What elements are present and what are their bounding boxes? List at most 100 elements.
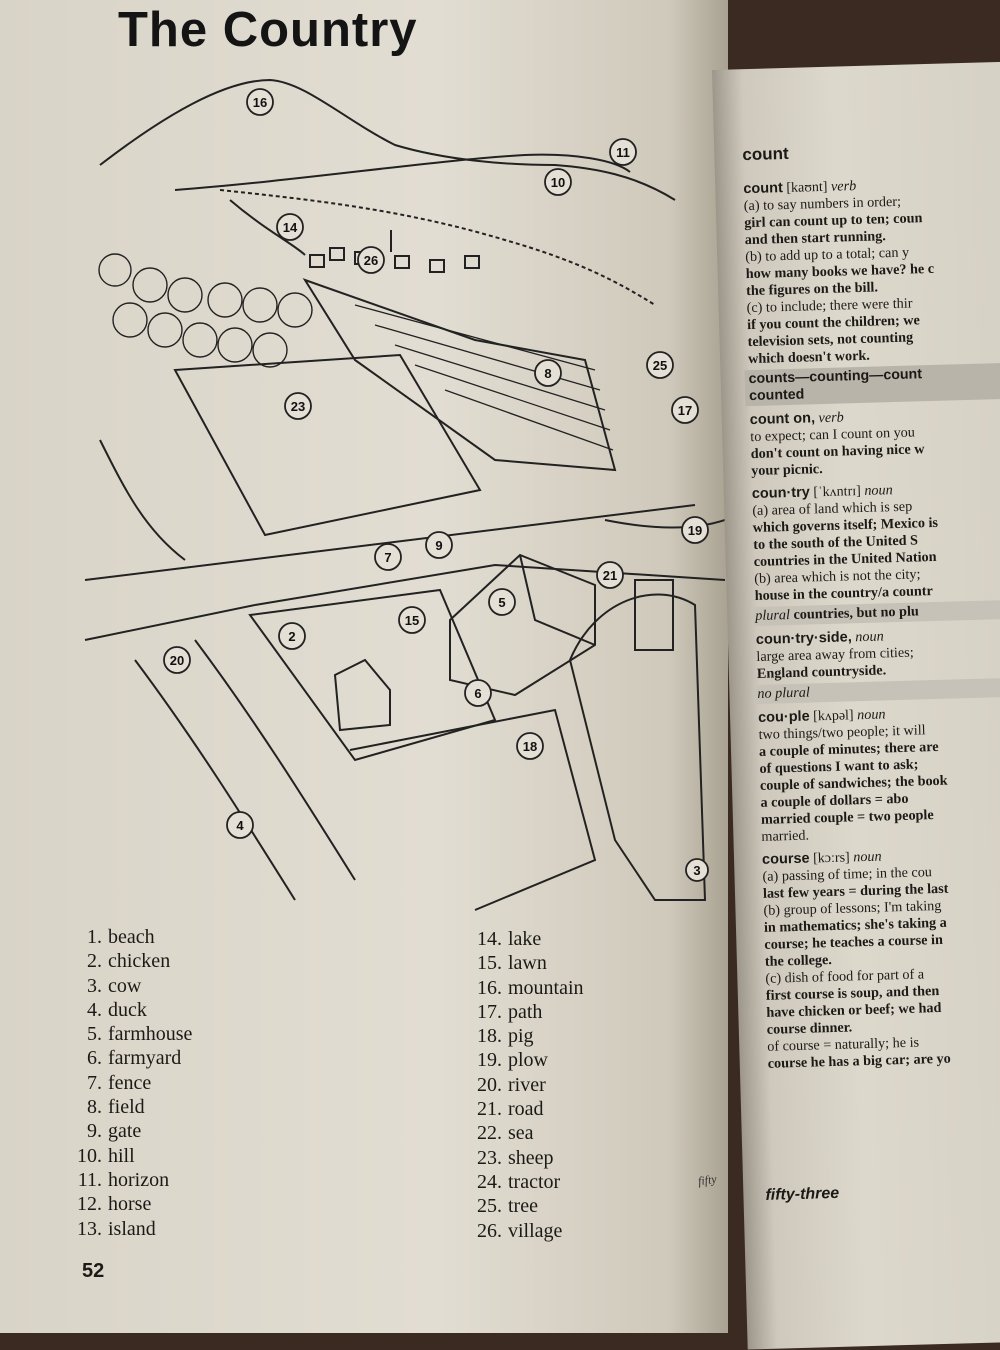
callout-8 [534,359,562,387]
callout-label-4: 4 [236,818,244,833]
callout-9 [425,531,453,559]
part-of-speech: noun [853,848,882,866]
page-word: fifty-three [765,1184,840,1204]
vocab-item: 20.river [477,1073,546,1096]
vocab-item: 1.beach [87,926,155,948]
callout-21 [596,561,624,589]
running-head: count [742,143,789,165]
vocab-item: 3.cow [87,974,142,997]
callout-label-16: 16 [253,95,267,110]
left-page: The Country [0,0,728,1333]
vocab-item: 4.duck [87,998,147,1021]
headword: course [761,850,810,868]
callout-label-17: 17 [678,403,692,418]
callout-label-15: 15 [405,613,419,628]
callout-10 [544,168,572,196]
vocab-item: 8.field [87,1096,145,1119]
entry-count-on: count on, verb to expect; can I count on… [750,405,1000,481]
callout-label-14: 14 [283,220,298,235]
callout-25 [646,351,674,379]
vocab-item: 19.plow [477,1049,548,1072]
headword: count [743,180,784,198]
vocab-item: 14.lake [477,928,542,950]
vocab-item: 23.sheep [477,1146,554,1169]
entry-country: coun·try [ˈkʌntrɪ] noun (a) area of land… [751,479,1000,627]
footer-fragment: fifty [697,1171,718,1189]
callout-label-8: 8 [544,366,551,381]
vocab-item: 26.village [477,1219,563,1242]
vocab-item: 7.fence [87,1071,152,1094]
vocab-item: 18.pig [477,1025,534,1048]
vocab-item: 25.tree [477,1195,538,1218]
headword: coun·try·side, [755,629,852,648]
callout-17 [671,396,699,424]
callout-15 [398,606,426,634]
page-number: 52 [82,1260,105,1282]
callout-23 [284,392,312,420]
vocab-item: 24.tractor [477,1170,561,1193]
callout-label-9: 9 [435,538,442,553]
vocab-item: 9.gate [87,1120,142,1143]
callout-7 [374,543,402,571]
callout-6 [464,679,492,707]
callout-5 [488,588,516,616]
callout-label-20: 20 [170,653,184,668]
callout-label-5: 5 [498,595,505,610]
part-of-speech: noun [856,706,886,724]
callout-16 [246,88,274,116]
part-of-speech: verb [830,178,857,195]
callout-label-2: 2 [288,629,295,644]
verb-forms: counts—counting—count counted [744,362,1000,407]
right-page: count count [kaʊnt] verb (a) to say numb… [712,61,1000,1350]
callout-18 [516,732,544,760]
callout-label-25: 25 [653,358,667,373]
entry-course: course [kɔːrs] noun (a) passing of time;… [762,844,1000,1072]
entry-couple: cou·ple [kʌpəl] noun two things/two peop… [758,702,1000,845]
vocab-item: 22.sea [477,1122,534,1145]
vocabulary-list-1: 1.beach 2.chicken 3.cow 4.duck 5.farmhou… [72,925,192,1241]
entry-countryside: coun·try·side, noun large area away from… [753,624,1000,705]
vocab-item: 10.hill [77,1144,135,1167]
callout-11 [609,138,637,166]
callout-4 [226,811,254,839]
vocab-item: 15.lawn [477,952,547,975]
callout-circles [163,88,709,882]
callout-label-19: 19 [688,523,702,538]
part-of-speech: noun [864,482,893,499]
vocabulary-list-2: 14.lake 15.lawn 16.mountain 17.path 18.p… [472,927,584,1243]
vocab-item: 13.island [77,1217,156,1240]
callout-3 [685,858,709,882]
plural-label: plural [755,607,791,625]
vocab-item: 2.chicken [87,950,171,973]
callout-14 [276,213,304,241]
part-of-speech: noun [855,628,884,646]
headword: cou·ple [757,708,810,726]
vocab-item: 17.path [477,1000,543,1023]
vocab-item: 16.mountain [477,976,584,999]
dictionary-entries: count [kaʊnt] verb (a) to say numbers in… [743,174,1000,1079]
callout-label-6: 6 [474,686,481,701]
plural-word: countries, but no plu [793,603,920,623]
country-illustration: 16 11 10 14 26 8 25 17 23 7 9 21 19 5 15… [84,78,725,911]
vocab-item: 5.farmhouse [87,1023,193,1046]
callout-label-18: 18 [523,739,537,754]
pronunciation: [ˈkʌntrɪ] [813,484,862,501]
callout-label-3: 3 [693,863,700,878]
vocab-item: 11.horizon [77,1168,170,1191]
callout-label-10: 10 [551,175,565,190]
callout-19 [681,516,709,544]
headword: coun·try [751,484,811,503]
callout-26 [357,246,385,274]
callout-label-26: 26 [364,253,378,268]
page-title: The Country [118,3,418,57]
pronunciation: [kʌpəl] [813,708,854,725]
pronunciation: [kɔːrs] [812,850,850,867]
headword: count on, [749,410,816,429]
entry-count: count [kaʊnt] verb (a) to say numbers in… [743,174,1000,407]
callout-label-11: 11 [616,145,630,160]
callout-label-21: 21 [603,568,617,583]
part-of-speech: verb [818,409,844,427]
pronunciation: [kaʊnt] [786,179,828,196]
callout-20 [163,646,191,674]
callout-2 [278,622,306,650]
